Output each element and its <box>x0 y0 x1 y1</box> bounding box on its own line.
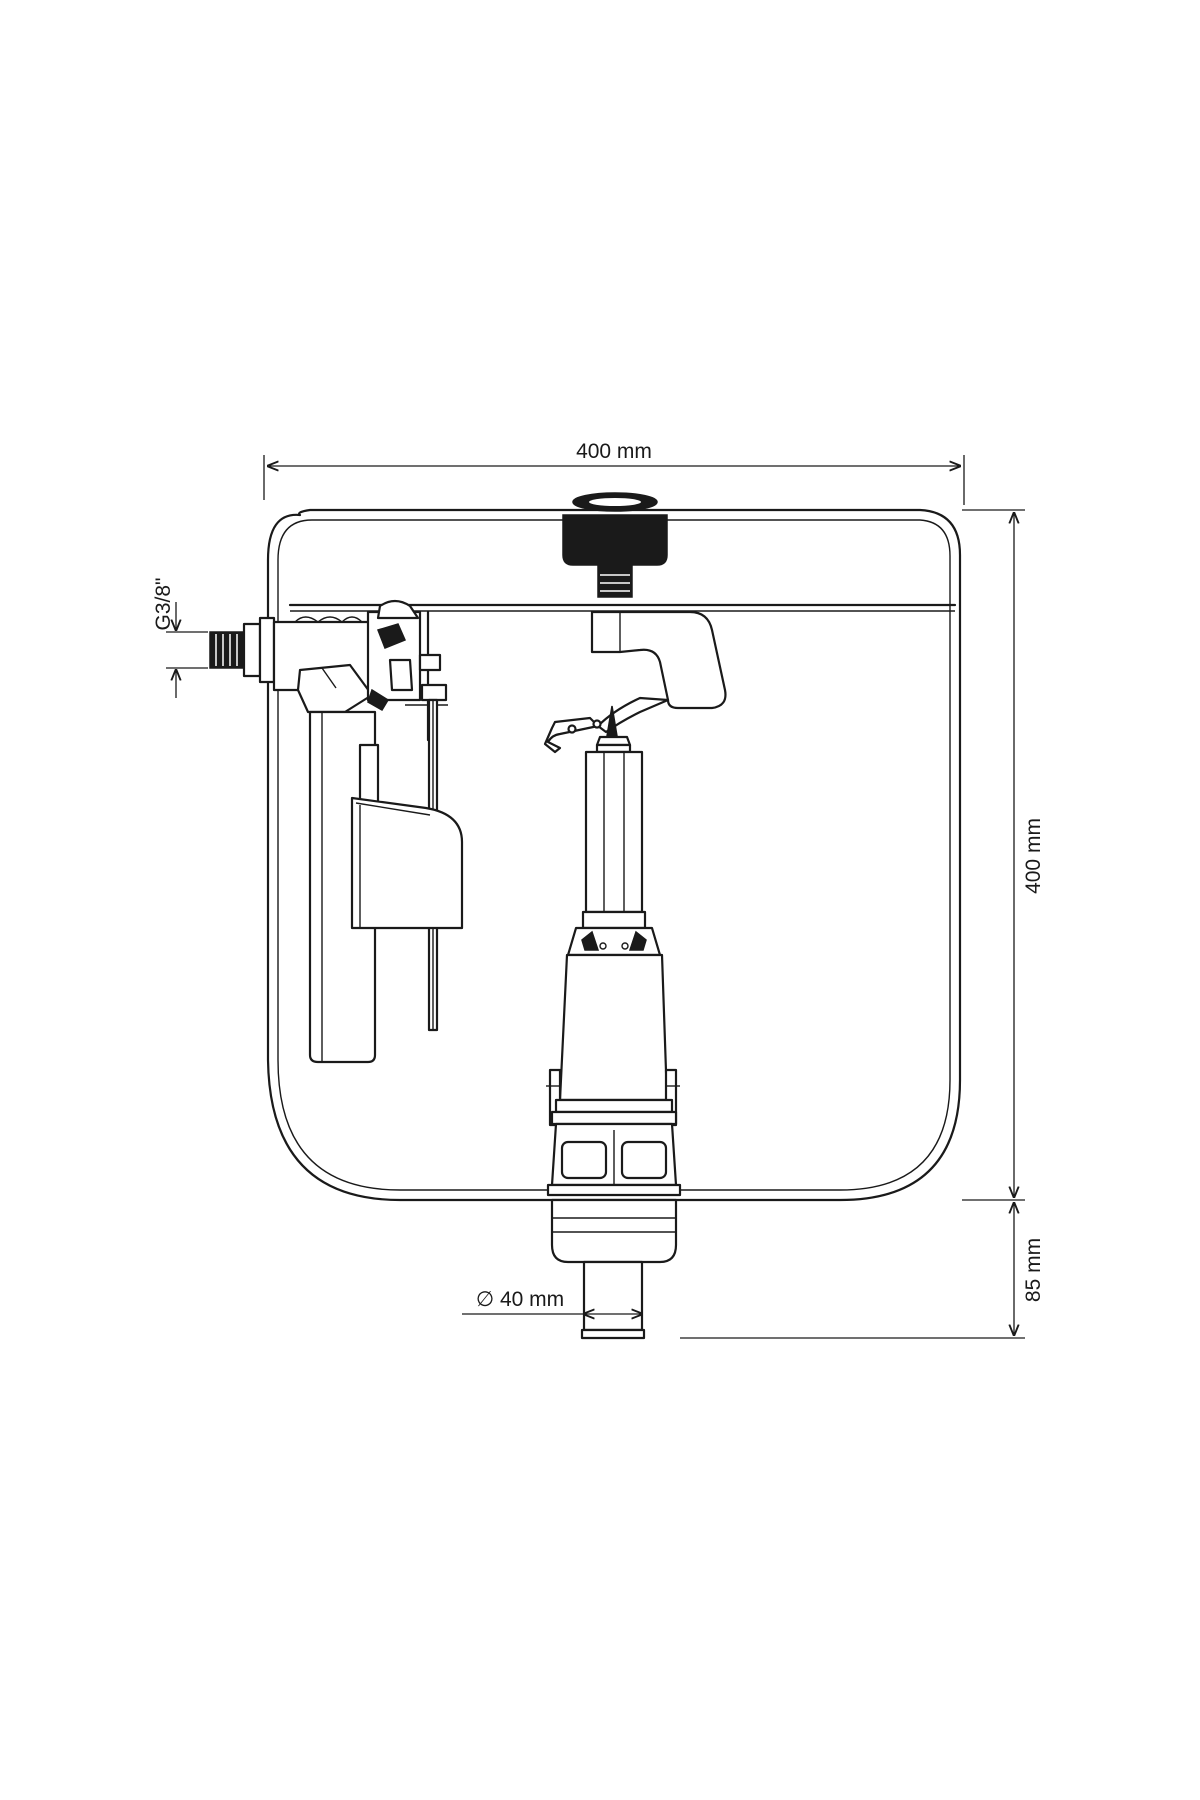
push-button <box>562 492 668 598</box>
width-dimension-label: 400 mm <box>576 440 652 463</box>
height-dimension <box>962 509 1025 1201</box>
inlet-thread-dimension <box>166 602 208 698</box>
inlet-thread-label: G3/8" <box>152 578 175 631</box>
outlet-height-dimension <box>680 1203 1025 1339</box>
outlet-height-label: 85 mm <box>1022 1238 1045 1302</box>
flush-valve <box>543 705 682 1340</box>
width-dimension <box>263 455 965 505</box>
outlet-diameter-label: ∅ 40 mm <box>476 1288 564 1311</box>
height-dimension-label: 400 mm <box>1022 818 1045 894</box>
fill-valve <box>209 599 464 1064</box>
